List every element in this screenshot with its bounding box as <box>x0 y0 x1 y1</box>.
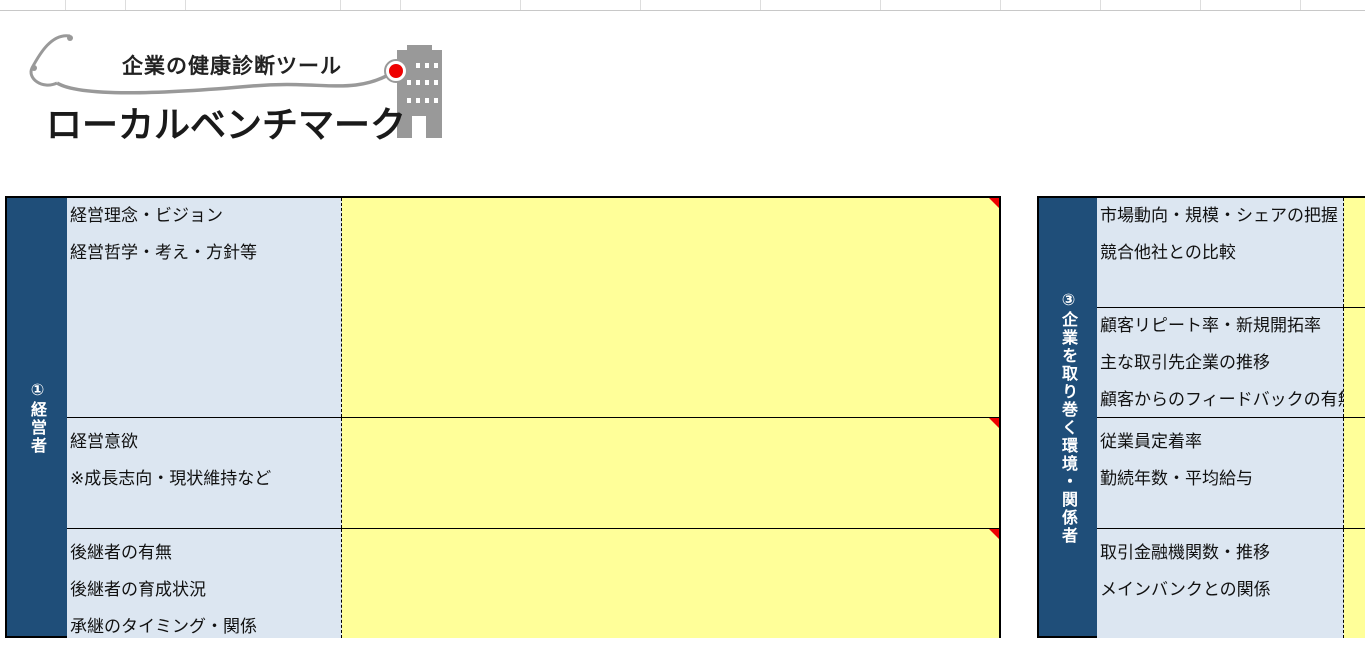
row-label: 顧客リピート率・新規開拓率主な取引先企業の推移顧客からのフィードバックの有無 <box>1097 308 1344 417</box>
spreadsheet-column-header <box>0 0 1365 11</box>
table-row: 経営理念・ビジョン経営哲学・考え・方針等 <box>67 198 999 418</box>
input-cell[interactable] <box>1344 418 1365 528</box>
logo-subtitle: 企業の健康診断ツール <box>122 54 342 78</box>
row-label: 取引金融機関数・推移メインバンクとの関係 <box>1097 529 1344 638</box>
table-row: 顧客リピート率・新規開拓率主な取引先企業の推移顧客からのフィードバックの有無 <box>1097 308 1365 418</box>
row-label: 市場動向・規模・シェアの把握競合他社との比較 <box>1097 198 1344 307</box>
table-row: 市場動向・規模・シェアの把握競合他社との比較 <box>1097 198 1365 308</box>
table-row: 経営意欲※成長志向・現状維持など <box>67 418 999 529</box>
row-label: 経営理念・ビジョン経営哲学・考え・方針等 <box>67 198 342 417</box>
comment-indicator-icon[interactable] <box>989 418 999 428</box>
table-row: 後継者の有無後継者の育成状況承継のタイミング・関係 <box>67 529 999 638</box>
section-management-heading: ①経営者 <box>7 198 67 636</box>
section-management-table: ①経営者 経営理念・ビジョン経営哲学・考え・方針等 経営意欲※成長志向・現状維持… <box>5 196 1001 638</box>
comment-indicator-icon[interactable] <box>989 529 999 539</box>
input-cell[interactable] <box>342 198 999 417</box>
row-label: 経営意欲※成長志向・現状維持など <box>67 418 342 528</box>
input-cell[interactable] <box>1344 198 1365 307</box>
table-row: 従業員定着率勤続年数・平均給与 <box>1097 418 1365 529</box>
table-row: 取引金融機関数・推移メインバンクとの関係 <box>1097 529 1365 638</box>
section-environment-heading: ③企業を取り巻く環境・関係者 <box>1039 198 1097 636</box>
row-label: 後継者の有無後継者の育成状況承継のタイミング・関係 <box>67 529 342 638</box>
logo-title: ローカルベンチマーク <box>46 105 407 146</box>
row-label: 従業員定着率勤続年数・平均給与 <box>1097 418 1344 528</box>
input-cell[interactable] <box>342 529 999 638</box>
input-cell[interactable] <box>342 418 999 528</box>
stethoscope-building-icon <box>29 34 442 138</box>
comment-indicator-icon[interactable] <box>989 198 999 208</box>
input-cell[interactable] <box>1344 529 1365 638</box>
input-cell[interactable] <box>1344 308 1365 417</box>
section-environment-table: ③企業を取り巻く環境・関係者 市場動向・規模・シェアの把握競合他社との比較 顧客… <box>1037 196 1365 638</box>
local-benchmark-logo: 企業の健康診断ツール ローカルベンチマーク <box>22 28 447 146</box>
